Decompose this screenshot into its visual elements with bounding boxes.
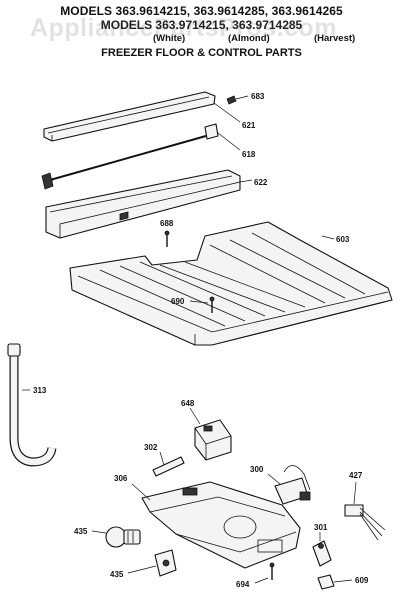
part-648-timer [189, 407, 232, 461]
label-302: 302 [144, 443, 158, 452]
label-688: 688 [160, 219, 174, 228]
part-435-socket [127, 549, 177, 577]
label-313: 313 [33, 386, 47, 395]
part-306-control-housing [131, 481, 301, 569]
label-648: 648 [181, 399, 195, 408]
label-690: 690 [171, 297, 185, 306]
label-301: 301 [314, 523, 328, 532]
part-622-trough [45, 169, 253, 239]
part-427-connector [344, 481, 386, 541]
label-603: 603 [336, 235, 350, 244]
part-621-rail [43, 91, 241, 142]
finish-white: (White) [153, 33, 186, 44]
finish-almond: (Almond) [228, 33, 270, 44]
part-603-floor [69, 221, 393, 346]
label-618: 618 [242, 150, 256, 159]
part-435-bulb [91, 526, 141, 548]
label-427: 427 [349, 471, 363, 480]
part-609-clip [317, 574, 353, 590]
label-621: 621 [242, 121, 256, 130]
part-683-screw [226, 95, 249, 105]
part-302-rod [152, 451, 185, 477]
watermark: AppliancePartsPros.com [30, 14, 337, 42]
finish-harvest: (Harvest) [314, 33, 356, 44]
label-300: 300 [250, 465, 264, 474]
part-688-screw [164, 230, 170, 247]
label-435-bulb: 435 [74, 527, 88, 536]
label-622: 622 [254, 178, 268, 187]
models-line-2: MODELS 363.9714215, 363.9714285 [100, 18, 303, 32]
label-306: 306 [114, 474, 128, 483]
models-line-1: MODELS 363.9614215, 363.9614285, 363.961… [60, 4, 343, 18]
label-683: 683 [251, 92, 265, 101]
finish-row: (White) (Almond) (Harvest) [0, 33, 403, 45]
label-694: 694 [236, 580, 250, 589]
label-435-socket: 435 [110, 570, 124, 579]
part-618-rod [41, 123, 241, 190]
diagram-title: FREEZER FLOOR & CONTROL PARTS [101, 47, 302, 59]
part-313-drain-tube [7, 343, 57, 467]
part-300-thermostat [267, 465, 311, 505]
label-609: 609 [355, 576, 369, 585]
part-301-switch [312, 532, 332, 567]
part-690-screw [189, 296, 215, 313]
part-694-screw [254, 562, 275, 584]
